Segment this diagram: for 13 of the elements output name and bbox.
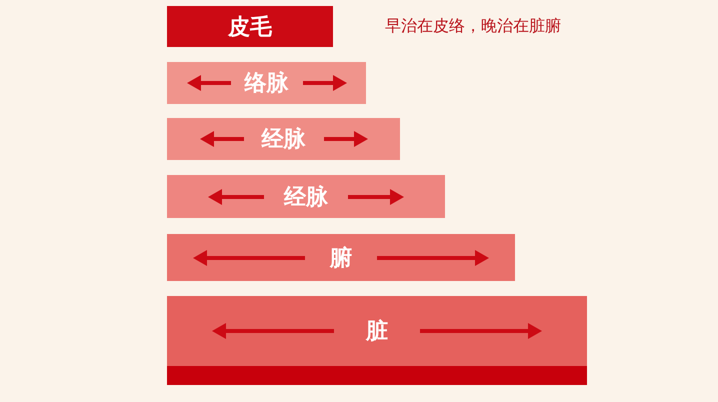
layer-bar [167,296,587,385]
layer-label: 皮毛 [228,14,272,42]
layer-label: 腑 [330,244,352,272]
layer-bar [167,62,366,104]
layer-label: 经脉 [262,126,306,154]
layer-bar [167,118,400,160]
note-text: 早治在皮络，晚治在脏腑 [385,16,561,37]
layer-bar [167,234,515,281]
layer-bar [167,6,333,47]
layer-label: 脏 [366,318,388,346]
layer-label: 络脉 [244,70,288,98]
layer-label: 经脉 [284,184,328,212]
layer-bar [167,175,445,218]
